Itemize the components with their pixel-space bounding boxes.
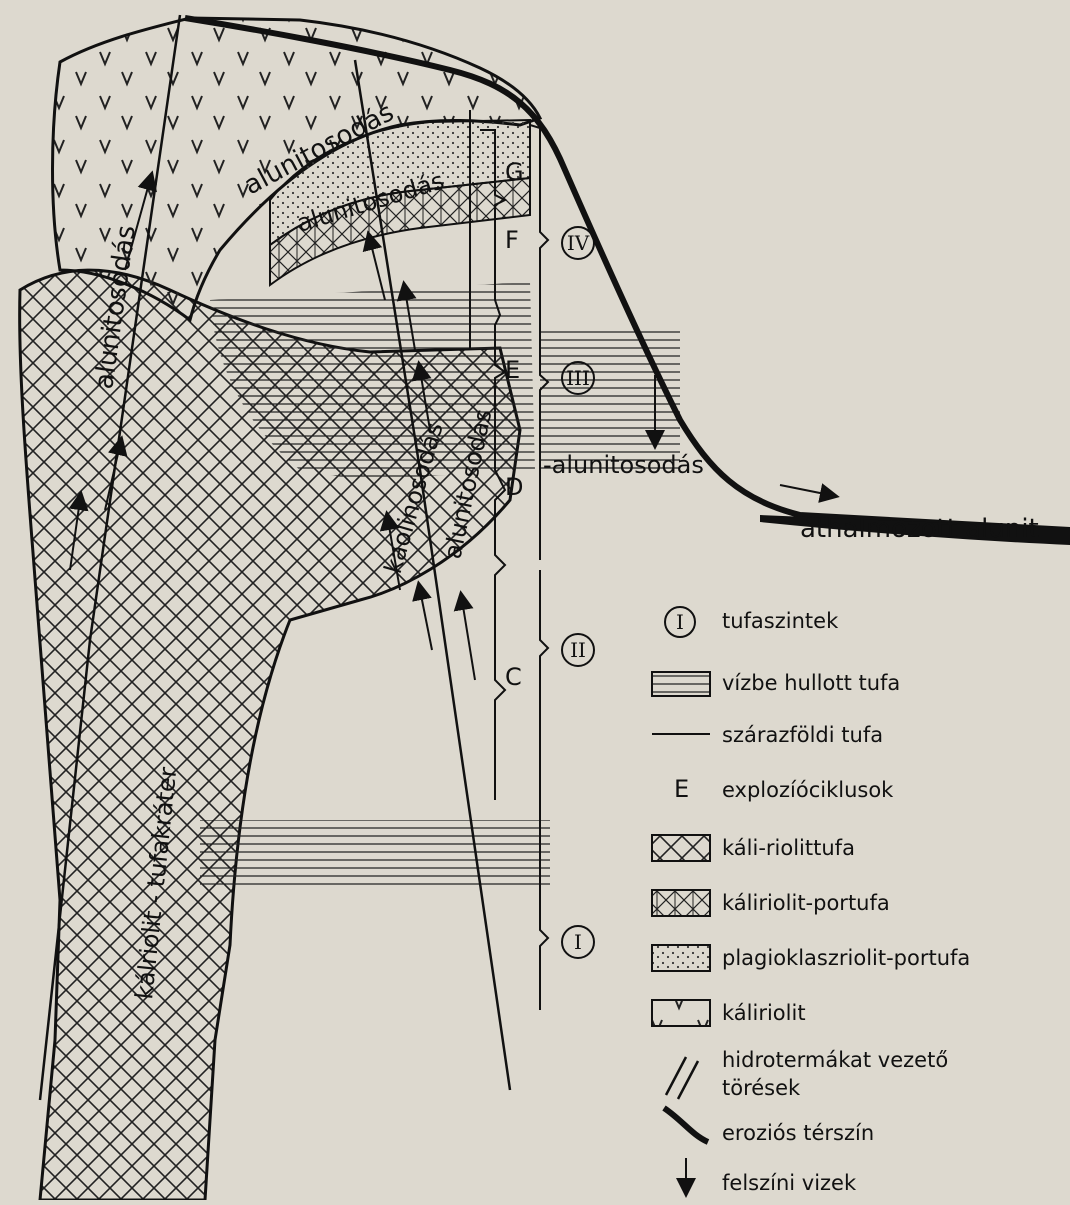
legend-label-cont: törések	[722, 1076, 801, 1100]
legend-label: explozíóciklusok	[722, 778, 894, 802]
tuff-level-numeral: IV	[567, 231, 590, 255]
legend-label: káliriolit	[722, 1001, 806, 1025]
legend-label: káliriolit-portufa	[722, 891, 890, 915]
legend-label: eroziós térszín	[722, 1121, 874, 1145]
legend-symbol: I	[676, 610, 684, 634]
legend-entry: káliriolit-portufa	[652, 890, 890, 916]
cycle-letter: D	[505, 473, 523, 501]
legend-label: vízbe hullott tufa	[722, 671, 900, 695]
legend-entry: hidrotermákat vezető törések	[666, 1048, 948, 1100]
tuff-level-numeral: II	[570, 638, 586, 662]
tuff-level-marker: IV	[562, 227, 594, 259]
legend-water-tuff-swatch	[652, 672, 710, 696]
label-athalmozott: áthalmozott alunit	[800, 514, 1039, 544]
legend-label: káli-riolittufa	[722, 836, 855, 860]
legend-label: szárazföldi tufa	[722, 723, 883, 747]
legend-symbol: E	[674, 775, 689, 803]
legend-entry: káliriolit	[652, 1000, 806, 1026]
cycle-letter: G	[505, 158, 524, 186]
legend-plagioklasz-swatch	[652, 945, 710, 971]
tuff-level-numeral: III	[566, 366, 590, 390]
legend-erosion-icon	[664, 1108, 708, 1142]
legend-entry: káli-riolittufa	[652, 835, 855, 861]
legend-entry: szárazföldi tufa	[652, 723, 883, 747]
legend-label: plagioklaszriolit-portufa	[722, 946, 970, 970]
column-strata	[540, 330, 680, 470]
cycle-letter: E	[505, 356, 520, 384]
tuff-level-numeral: I	[574, 930, 582, 954]
legend-label: felszíni vizek	[722, 1171, 857, 1195]
legend-entry: felszíni vizek	[686, 1158, 857, 1195]
legend-entry: plagioklaszriolit-portufa	[652, 945, 970, 971]
bedded-tuff-lower	[200, 820, 550, 890]
cycle-letter: F	[505, 226, 519, 254]
legend-tuff-swatch	[652, 835, 710, 861]
legend-kaliriolit-swatch	[652, 1000, 710, 1026]
legend-entry: eroziós térszín	[664, 1108, 874, 1145]
legend-label: hidrotermákat vezető	[722, 1048, 948, 1072]
tuff-level-marker: I	[562, 926, 594, 958]
legend-entry: vízbe hullott tufa	[652, 671, 900, 696]
cycle-letter: C	[505, 663, 522, 691]
tuff-level-marker: III	[562, 362, 594, 394]
legend-label: tufaszintek	[722, 609, 839, 633]
label-alunitosodas-right: -alunitosodás	[543, 451, 704, 479]
legend-portufa-swatch	[652, 890, 710, 916]
tuff-level-marker: II	[562, 634, 594, 666]
legend-fault-icon	[666, 1057, 698, 1099]
